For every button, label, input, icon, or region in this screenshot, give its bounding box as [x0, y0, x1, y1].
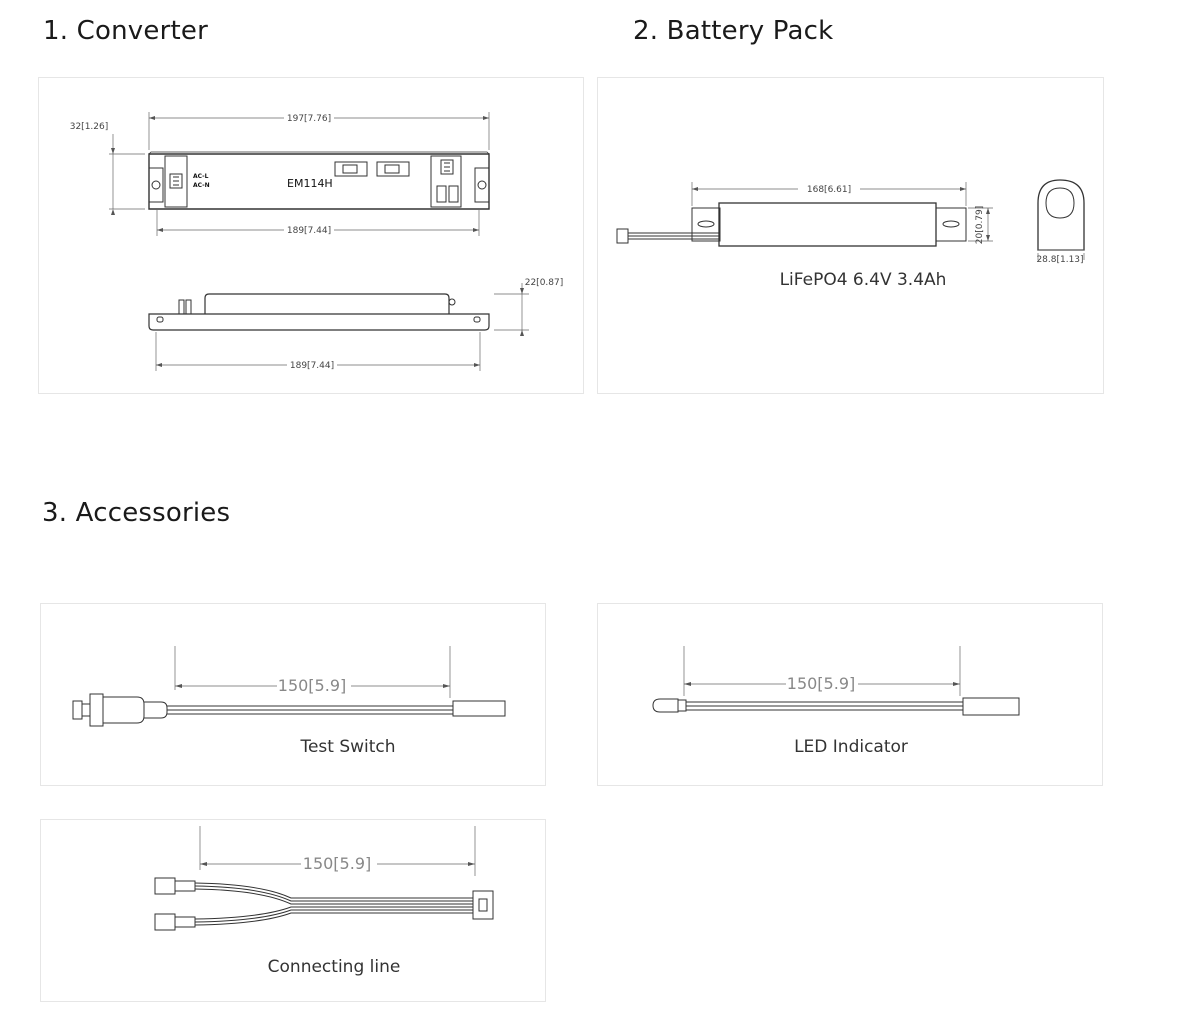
test-switch-panel: 150[5.9] Test Switch	[40, 603, 546, 786]
connecting-line-length-label: 150[5.9]	[303, 854, 371, 873]
test-switch-drawing: 150[5.9]	[72, 646, 506, 727]
ac-l-label: AC-L	[193, 173, 209, 180]
converter-side-mount-label: 189[7.44]	[290, 361, 334, 371]
section-title-battery: 2. Battery Pack	[633, 16, 834, 46]
section-title-accessories: 3. Accessories	[42, 498, 231, 528]
converter-length-label: 197[7.76]	[287, 114, 331, 124]
test-switch-length-label: 150[5.9]	[278, 676, 346, 695]
battery-panel: 168[6.61] 20[0.79] 28.8[1.13] LiFePO4 6.…	[597, 77, 1104, 394]
led-indicator-caption: LED Indicator	[794, 737, 908, 757]
test-switch-caption: Test Switch	[300, 737, 396, 757]
section-title-converter: 1. Converter	[43, 16, 208, 46]
connecting-line-panel: 150[5.9] Connecting line	[40, 819, 546, 1002]
battery-drawing: 168[6.61] 20[0.79] 28.8[1.13]	[616, 179, 1085, 265]
converter-side-height-label: 22[0.87]	[525, 278, 564, 288]
converter-height-label: 32[1.26]	[70, 122, 109, 132]
battery-length-label: 168[6.61]	[807, 185, 851, 195]
led-indicator-length-label: 150[5.9]	[787, 674, 855, 693]
battery-diameter-label: 28.8[1.13]	[1036, 255, 1083, 265]
led-indicator-drawing: 150[5.9]	[652, 646, 1020, 716]
led-indicator-panel: 150[5.9] LED Indicator	[597, 603, 1103, 786]
battery-height-label: 20[0.79]	[975, 206, 985, 245]
battery-spec-caption: LiFePO4 6.4V 3.4Ah	[779, 270, 947, 290]
ac-n-label: AC-N	[193, 182, 210, 189]
connecting-line-caption: Connecting line	[267, 957, 401, 977]
connecting-line-drawing: 150[5.9]	[154, 826, 494, 931]
converter-drawing: 197[7.76] 189[7.44] 32[1.26] EM114H AC-L…	[70, 112, 564, 371]
converter-panel: 197[7.76] 189[7.44] 32[1.26] EM114H AC-L…	[38, 77, 584, 394]
converter-mount-label: 189[7.44]	[287, 226, 331, 236]
converter-model-label: EM114H	[287, 177, 333, 190]
